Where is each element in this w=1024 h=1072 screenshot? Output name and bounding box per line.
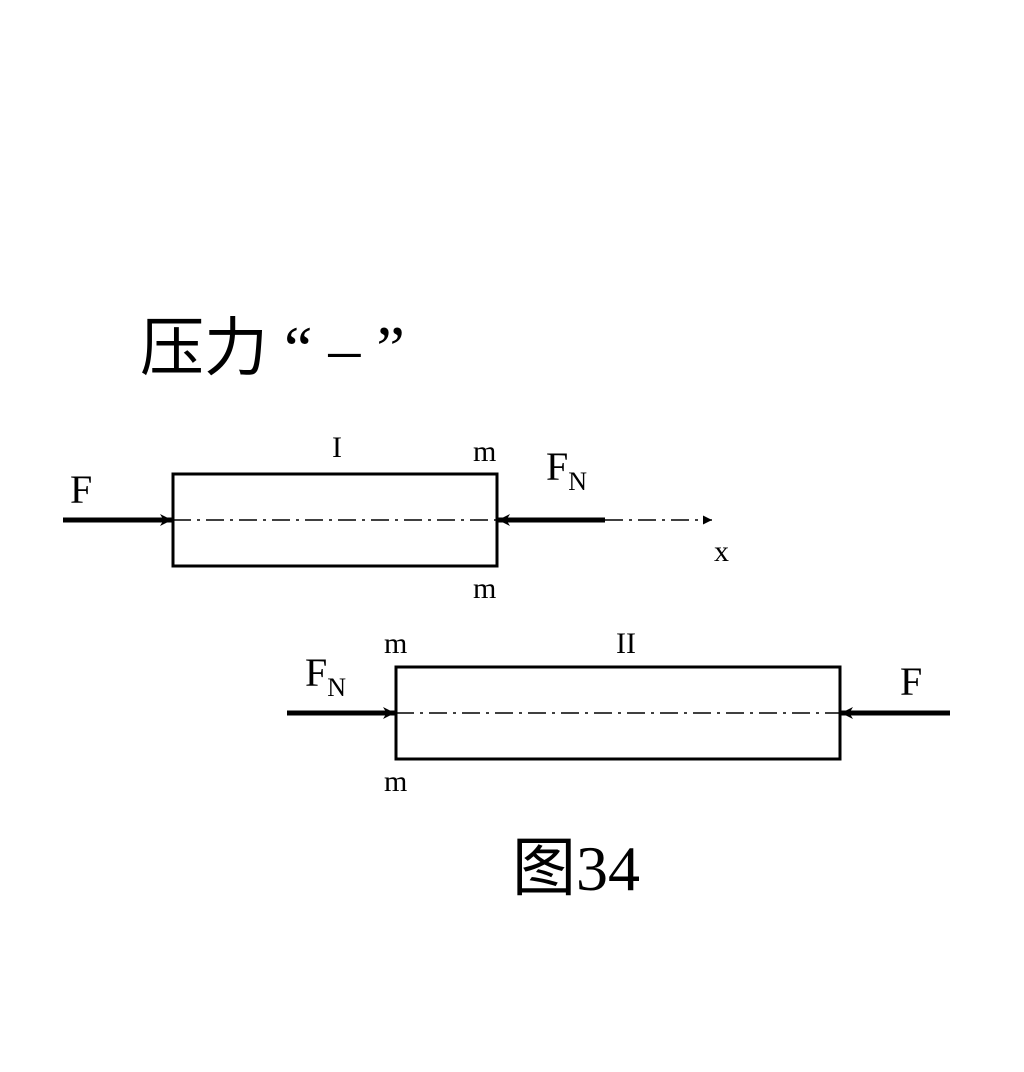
heading-text: 压力 “ – ” bbox=[140, 313, 405, 384]
figure-caption: 图34 bbox=[512, 833, 640, 904]
upper-segment-label: I bbox=[332, 431, 342, 464]
lower-segment-label: II bbox=[616, 627, 636, 660]
upper-applied-force-label: F bbox=[70, 467, 92, 512]
lower-internal-force-label: FN bbox=[305, 650, 346, 702]
upper-section-top-label: m bbox=[473, 435, 496, 468]
lower-section-top-label: m bbox=[384, 627, 407, 660]
lower-internal-force-main: F bbox=[305, 650, 327, 695]
upper-internal-force-main: F bbox=[546, 444, 568, 489]
x-axis-label: x bbox=[714, 535, 729, 568]
upper-internal-force-label: FN bbox=[546, 444, 587, 496]
lower-applied-force-label: F bbox=[900, 659, 922, 704]
upper-free-body: F FN x I m m bbox=[63, 431, 729, 605]
lower-free-body: FN F II m m bbox=[287, 627, 950, 798]
upper-internal-force-sub: N bbox=[568, 467, 587, 496]
upper-section-bottom-label: m bbox=[473, 572, 496, 605]
lower-internal-force-sub: N bbox=[327, 673, 346, 702]
lower-section-bottom-label: m bbox=[384, 765, 407, 798]
